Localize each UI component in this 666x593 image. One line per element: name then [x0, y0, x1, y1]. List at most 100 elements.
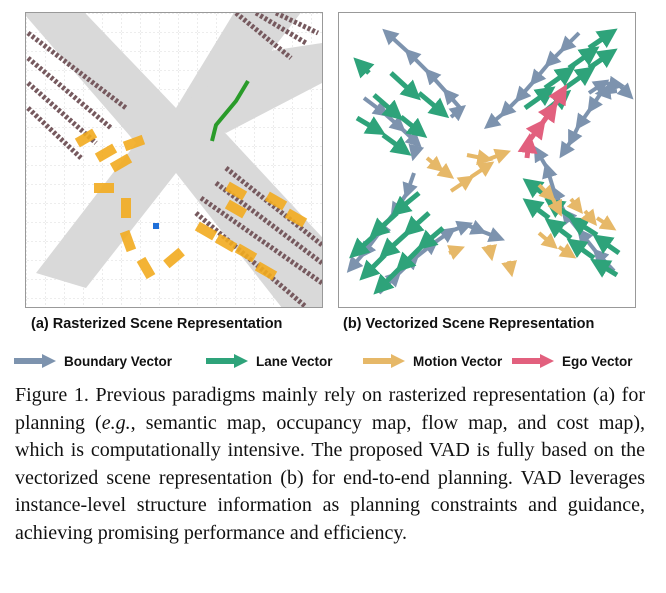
lane-vector	[590, 258, 619, 278]
ego-vector	[517, 133, 538, 159]
motion-vector	[580, 208, 597, 226]
lane-stroke	[224, 166, 322, 247]
lane-vector	[592, 234, 621, 256]
motion-vectors	[425, 148, 617, 278]
agent-box	[284, 208, 308, 228]
motion-vector	[501, 260, 517, 278]
boundary-vector	[362, 96, 390, 117]
vector-legend: Boundary Vector Lane Vector Motion Vecto…	[12, 349, 652, 373]
boundary-vector	[448, 105, 466, 122]
lane-vector	[355, 115, 386, 136]
lane-vectors	[349, 28, 621, 295]
rasterized-panel-caption: (a) Rasterized Scene Representation	[31, 316, 283, 332]
lane-vector	[372, 93, 404, 121]
lane-vector	[566, 238, 596, 261]
agent-box	[254, 261, 278, 281]
boundary-vector	[450, 220, 473, 236]
rasterized-scene-panel	[25, 12, 323, 308]
lane-vector	[379, 231, 409, 259]
ego-vector	[517, 84, 568, 159]
lane-vector	[416, 226, 445, 251]
agent-box	[136, 256, 156, 280]
boundary-vector	[404, 48, 431, 75]
lane-vector	[523, 86, 556, 111]
road-surface	[26, 13, 322, 307]
boundary-vector	[544, 46, 566, 68]
vectorized-scene-panel	[338, 12, 636, 308]
legend-label-ego: Ego Vector	[562, 353, 633, 369]
vectorized-panel-caption: (b) Vectorized Scene Representation	[343, 316, 595, 332]
boundary-vector	[382, 28, 411, 55]
boundary-vector	[575, 106, 593, 131]
lane-vector	[567, 46, 600, 71]
road-region	[26, 13, 322, 307]
agent-box	[109, 153, 133, 173]
ego-vector	[537, 101, 558, 127]
vectorized-scene-image	[346, 28, 634, 295]
boundary-vector	[533, 145, 549, 170]
ego-planned-path	[210, 79, 250, 142]
figure-caption-part2: , semantic map, occupancy map, flow map,…	[15, 411, 645, 544]
lane-vector	[399, 115, 428, 138]
boundary-vector	[542, 161, 558, 192]
lane-vector	[587, 48, 618, 71]
boundary-vector	[346, 251, 366, 273]
legend-item-lane: Lane Vector	[204, 349, 333, 373]
motion-vector	[481, 244, 497, 262]
legend-label-boundary: Boundary Vector	[64, 353, 173, 369]
motion-vector	[469, 161, 495, 179]
boundary-vector	[568, 124, 583, 147]
motion-vector	[537, 231, 558, 250]
motion-vector	[466, 149, 494, 165]
agent-boxes	[74, 128, 308, 281]
legend-item-ego: Ego Vector	[510, 349, 633, 373]
agent-box	[74, 128, 98, 148]
boundary-vector	[616, 82, 634, 100]
agent-box	[122, 134, 146, 152]
legend-label-motion: Motion Vector	[413, 353, 503, 369]
lane-stroke	[26, 31, 128, 110]
lane-vector	[544, 218, 573, 240]
lane-vector	[381, 132, 412, 156]
boundary-vector	[408, 142, 425, 162]
agent-box	[119, 229, 137, 253]
boundary-vector	[587, 91, 603, 114]
lane-vector	[522, 198, 551, 220]
motion-vector	[488, 148, 511, 164]
lane-vector	[353, 57, 375, 79]
ego-vehicle-marker	[153, 223, 159, 229]
motion-vector	[425, 155, 444, 173]
motion-vector	[449, 175, 475, 193]
rasterized-scene-image	[26, 13, 322, 307]
boundary-arrow-icon	[14, 354, 56, 368]
agent-box	[264, 191, 288, 211]
ego-vector	[525, 118, 546, 143]
agent-box	[194, 221, 218, 241]
lane-stroke	[214, 181, 322, 265]
boundary-vector	[594, 83, 618, 100]
agent-box	[224, 181, 248, 201]
lane-vector	[373, 267, 401, 295]
lane-stroke	[26, 106, 83, 160]
lane-vector	[389, 71, 421, 101]
boundary-vector	[499, 96, 521, 118]
boundary-vector	[402, 172, 418, 200]
lane-vector	[417, 91, 450, 119]
motion-vector	[537, 183, 556, 202]
lane-vector	[403, 211, 431, 237]
lane-vector	[587, 28, 618, 51]
motion-vector	[566, 196, 583, 214]
boundary-vector	[559, 31, 581, 53]
boundary-vector	[529, 61, 551, 86]
lane-arrow-icon	[206, 354, 248, 368]
boundary-vector	[587, 79, 610, 95]
lane-vector	[563, 66, 596, 91]
lane-vector	[395, 245, 423, 273]
boundary-vector	[442, 88, 463, 111]
ego-arrow-icon	[512, 354, 554, 368]
lane-vector	[568, 216, 599, 238]
figure-caption-eg: e.g.	[101, 411, 131, 434]
agent-box	[234, 243, 258, 263]
lane-vector	[369, 211, 399, 239]
legend-item-boundary: Boundary Vector	[12, 349, 172, 373]
